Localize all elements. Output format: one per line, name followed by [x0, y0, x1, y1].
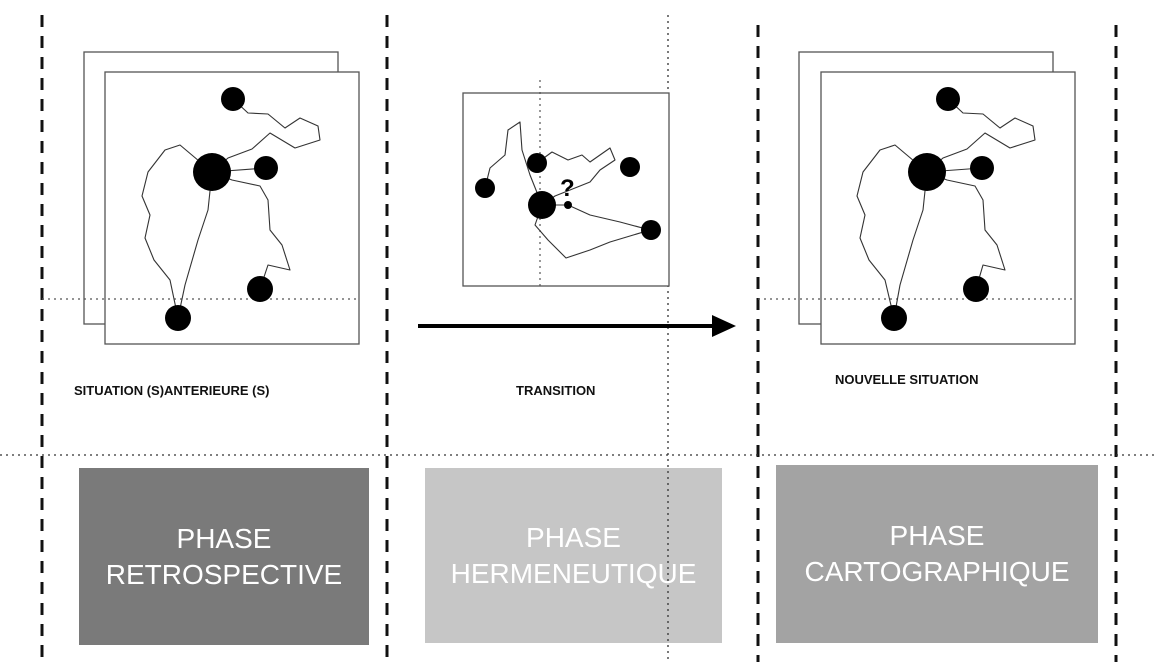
- phase-box-cartographique: PHASE CARTOGRAPHIQUE: [776, 465, 1098, 643]
- node-dot: [247, 276, 273, 302]
- node-dot: [963, 276, 989, 302]
- node-dot: [528, 191, 556, 219]
- node-dot: [165, 305, 191, 331]
- phase-name: RETROSPECTIVE: [105, 558, 343, 590]
- label-nouvelle-situation: NOUVELLE SITUATION: [835, 372, 979, 387]
- phase-title: PHASE: [176, 522, 272, 554]
- map-frame-front: [104, 71, 360, 345]
- label-situation-anterieure: SITUATION (S)ANTERIEURE (S): [74, 383, 270, 398]
- node-dot: [936, 87, 960, 111]
- phase-title: PHASE: [889, 520, 985, 551]
- transition-network: [484, 121, 651, 259]
- map-transition: ?: [462, 80, 670, 290]
- node-dot: [641, 220, 661, 240]
- phase-title: PHASE: [526, 521, 621, 553]
- map-frame-front: [820, 71, 1076, 345]
- phase-box-hermeneutique: PHASE HERMENEUTIQUE: [425, 468, 722, 643]
- transition-arrow: [418, 315, 736, 337]
- phase-name: CARTOGRAPHIQUE: [804, 556, 1070, 587]
- node-dot: [881, 305, 907, 331]
- network-path: [141, 98, 321, 319]
- transition-frame: [462, 92, 670, 287]
- node-dot: [527, 153, 547, 173]
- node-dot: [475, 178, 495, 198]
- phase-box-hermeneutique-bg: [425, 468, 722, 643]
- network-path: [856, 98, 1036, 319]
- phase-box-retrospective: PHASE RETROSPECTIVE: [79, 468, 369, 645]
- node-dot: [970, 156, 994, 180]
- map-before: [42, 51, 360, 345]
- node-dot: [254, 156, 278, 180]
- map-after: [758, 51, 1076, 345]
- node-dot: [221, 87, 245, 111]
- phase-name: HERMENEUTIQUE: [450, 557, 697, 589]
- label-transition: TRANSITION: [516, 383, 596, 398]
- question-mark: ?: [560, 175, 575, 202]
- node-dot: [564, 201, 572, 209]
- node-dot: [193, 153, 231, 191]
- phase-box-retrospective-bg: [79, 468, 369, 645]
- phase-box-cartographique-bg: [776, 465, 1098, 643]
- node-dot: [908, 153, 946, 191]
- node-dot: [620, 157, 640, 177]
